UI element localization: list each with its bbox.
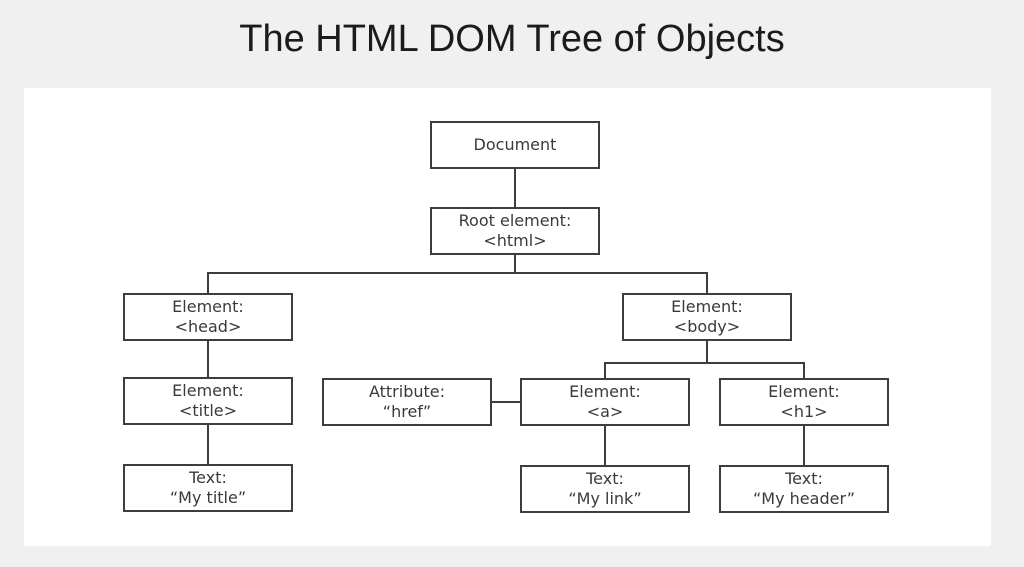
node-line2: <h1> xyxy=(780,402,828,421)
connector-attribute-a xyxy=(492,401,520,403)
node-line2: <body> xyxy=(673,317,741,336)
node-line1: Element: xyxy=(172,297,244,316)
node-line1: Text: xyxy=(189,468,227,487)
connector-title-text xyxy=(207,425,209,464)
node-line2: “href” xyxy=(382,402,432,421)
node-line2: “My header” xyxy=(753,489,855,508)
connector-hbar-body xyxy=(706,272,708,293)
node-line1: Text: xyxy=(586,469,624,488)
connector-body-drop xyxy=(706,341,708,364)
node-element-title: Element: <title> xyxy=(123,377,293,425)
node-line1: Element: xyxy=(172,381,244,400)
node-element-body: Element: <body> xyxy=(622,293,792,341)
node-attribute-href: Attribute: “href” xyxy=(322,378,492,426)
node-line2: <html> xyxy=(483,231,547,250)
node-line1: Element: xyxy=(768,382,840,401)
node-element-a: Element: <a> xyxy=(520,378,690,426)
node-line2: <a> xyxy=(586,402,624,421)
connector-a-text xyxy=(604,426,606,465)
node-text-my-header: Text: “My header” xyxy=(719,465,889,513)
page-title: The HTML DOM Tree of Objects xyxy=(239,18,785,60)
node-line1: Attribute: xyxy=(368,382,446,401)
connector-root-drop xyxy=(514,255,516,274)
connector-hbar-h1 xyxy=(803,362,805,378)
node-document: Document xyxy=(430,121,600,169)
node-line1: Element: xyxy=(569,382,641,401)
node-text-my-title: Text: “My title” xyxy=(123,464,293,512)
connector-h1-text xyxy=(803,426,805,465)
node-line1: Root element: xyxy=(458,211,572,230)
connector-head-title xyxy=(207,341,209,377)
node-line1: Text: xyxy=(785,469,823,488)
node-element-head: Element: <head> xyxy=(123,293,293,341)
node-line2: “My title” xyxy=(169,488,247,507)
node-line2: <title> xyxy=(178,401,238,420)
node-element-h1: Element: <h1> xyxy=(719,378,889,426)
node-line2: <head> xyxy=(174,317,242,336)
node-line2: “My link” xyxy=(568,489,642,508)
connector-level2-hbar xyxy=(207,272,708,274)
connector-level3-hbar xyxy=(604,362,805,364)
connector-hbar-head xyxy=(207,272,209,293)
connector-hbar-a xyxy=(604,362,606,378)
diagram-panel: Document Root element: <html> Element: <… xyxy=(24,88,991,546)
node-line1: Document xyxy=(473,135,557,154)
connector-document-root xyxy=(514,169,516,207)
node-root-element: Root element: <html> xyxy=(430,207,600,255)
node-text-my-link: Text: “My link” xyxy=(520,465,690,513)
node-line1: Element: xyxy=(671,297,743,316)
